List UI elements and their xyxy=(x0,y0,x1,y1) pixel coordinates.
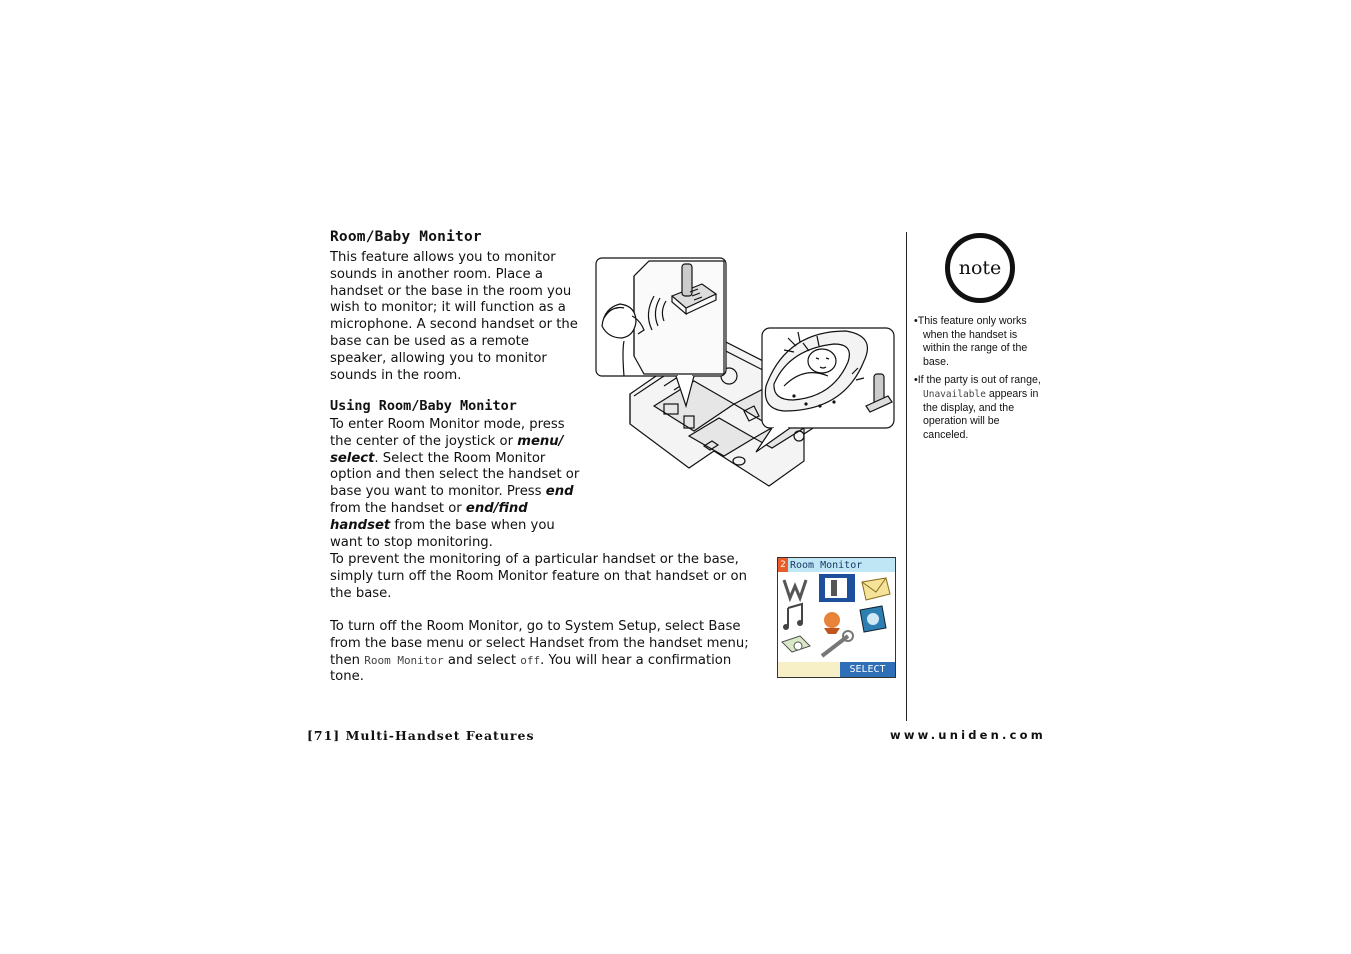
clock-setup-icon xyxy=(781,635,811,653)
note-item: •This feature only works when the handse… xyxy=(914,315,1028,368)
room-monitor-icon xyxy=(819,574,855,602)
footer-website: www.uniden.com xyxy=(890,728,1046,742)
display-menu-number: 2 xyxy=(778,558,788,572)
using-paragraph-1: To enter Room Monitor mode, press the ce… xyxy=(330,417,590,551)
note-item-text-a: If the party is out of range, xyxy=(917,374,1041,387)
handset-display: 2 Room Monitor xyxy=(777,557,896,678)
note-item-text-b: appears in the display, and the operatio… xyxy=(923,387,1039,441)
using-title: Using Room/Baby Monitor xyxy=(330,398,517,414)
display-title-bar: 2 Room Monitor xyxy=(778,558,895,572)
note-badge: note xyxy=(945,233,1015,303)
unavailable-display-text: Unavailable xyxy=(923,388,986,400)
intro-paragraph: This feature allows you to monitor sound… xyxy=(330,250,578,383)
using-text-c: from the handset or xyxy=(330,500,466,516)
music-note-icon xyxy=(783,602,803,630)
menu-icon-grid xyxy=(781,574,891,658)
using-text-d: from the base when you want to stop moni… xyxy=(330,517,555,550)
display-title: Room Monitor xyxy=(790,559,863,571)
using-text-b: . Select the Room Monitor option and the… xyxy=(330,450,580,500)
envelope-icon xyxy=(861,577,891,601)
ringer-icon xyxy=(824,612,840,634)
room-monitor-illustration xyxy=(595,257,895,487)
using-text-a: To enter Room Monitor mode, press the ce… xyxy=(330,417,565,449)
using-paragraph-2: To prevent the monitoring of a particula… xyxy=(330,552,747,601)
note-item-text: This feature only works when the handset… xyxy=(917,315,1028,368)
display-select-softkey: SELECT xyxy=(840,662,895,677)
turnoff-text-b: and select xyxy=(443,652,521,668)
column-divider xyxy=(906,232,907,721)
tools-icon xyxy=(820,630,854,658)
phonebook-icon xyxy=(782,579,808,603)
menu-select-key: menu/ select xyxy=(330,433,564,466)
end-find-key: end/find handset xyxy=(330,500,528,533)
display-softkey-left xyxy=(778,662,840,677)
page-footer-section: [71] Multi-Handset Features xyxy=(307,728,535,743)
turnoff-text-c: . You will hear a confirmation tone. xyxy=(330,652,732,685)
using-paragraph-3: To turn off the Room Monitor, go to Syst… xyxy=(330,619,766,686)
turnoff-text-a: To turn off the Room Monitor, go to Syst… xyxy=(330,619,749,668)
end-key: end xyxy=(545,484,574,500)
display-settings-icon xyxy=(859,605,887,633)
note-item: •If the party is out of range, Unavailab… xyxy=(914,374,1041,441)
section-title: Room/Baby Monitor xyxy=(330,229,482,245)
note-list: •This feature only works when the handse… xyxy=(914,315,1046,447)
room-monitor-menu-text: Room Monitor xyxy=(364,653,444,667)
off-option-text: off xyxy=(520,653,541,667)
